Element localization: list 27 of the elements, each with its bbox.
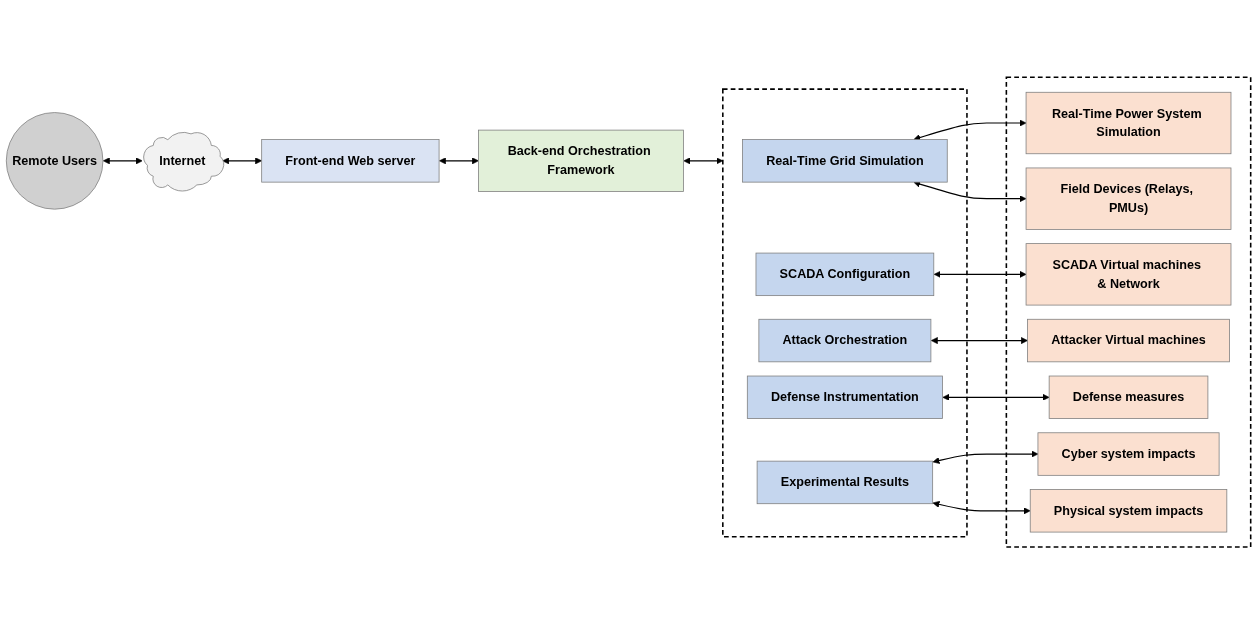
arrow: [932, 450, 1039, 465]
node-box: Cyber system impacts: [1037, 432, 1220, 477]
arrow: [102, 157, 143, 165]
arrow: [930, 337, 1028, 345]
node-circle: Remote Users: [5, 112, 104, 210]
node-box: Experimental Results: [756, 461, 934, 505]
node-box: Back-end Orchestration Framework: [478, 130, 684, 193]
node-box: SCADA Virtual machines & Network: [1025, 243, 1232, 306]
arrow: [942, 394, 1050, 402]
node-box: Front-end Web server: [261, 139, 440, 183]
arrow: [933, 271, 1027, 279]
arrow: [439, 157, 479, 165]
node-box: Attack Orchestration: [758, 319, 932, 363]
node-box: Real-Time Power System Simulation: [1025, 92, 1232, 155]
node-box: SCADA Configuration: [755, 253, 935, 297]
cluster: [1005, 76, 1252, 549]
arrow: [222, 157, 262, 165]
node-box: Physical system impacts: [1029, 489, 1228, 533]
node-box: Defense Instrumentation: [746, 375, 943, 420]
cluster: [722, 88, 968, 538]
node-box: Defense measures: [1048, 375, 1209, 420]
node-box: Field Devices (Relays, PMUs): [1025, 167, 1232, 231]
node-box: Attacker Virtual machines: [1027, 319, 1230, 363]
arrow: [913, 181, 1027, 203]
node-box: Real-Time Grid Simulation: [742, 139, 948, 183]
arrow: [683, 157, 724, 165]
arrow: [932, 501, 1031, 515]
